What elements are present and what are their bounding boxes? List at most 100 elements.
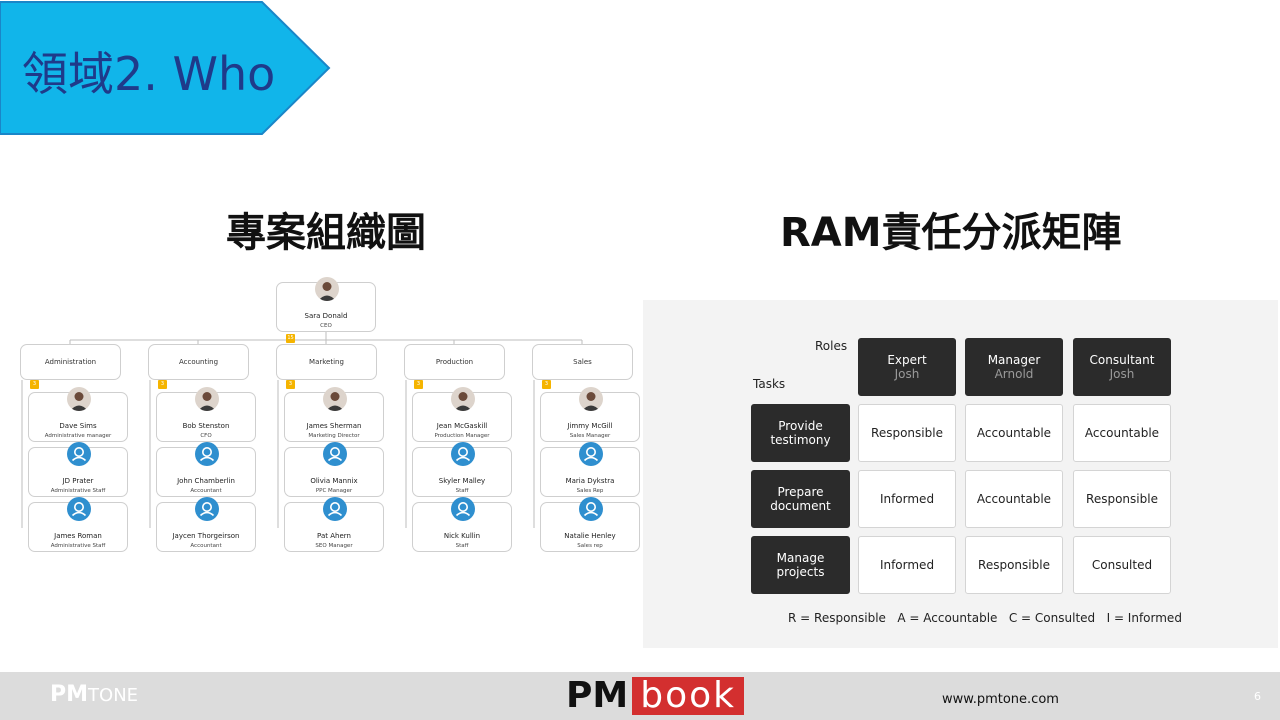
slide-title: 領域2. Who xyxy=(22,47,276,101)
role-name: Expert xyxy=(887,353,927,367)
assignment-cell: Accountable xyxy=(965,404,1063,462)
person-name: Jimmy McGill xyxy=(567,422,613,430)
person-title: Production Manager xyxy=(434,433,490,439)
ram-title: RAM責任分派矩陣 xyxy=(780,210,1122,256)
person-title: CEO xyxy=(320,323,332,329)
person-title: Marketing Director xyxy=(308,433,360,439)
ram-matrix-panel xyxy=(643,300,1278,648)
role-person: Josh xyxy=(1109,367,1135,381)
assignment-cell: Informed xyxy=(858,536,956,594)
role-name: Manager xyxy=(987,353,1041,367)
count-badge: 3 xyxy=(158,380,167,389)
person-title: Sales Manager xyxy=(569,433,611,439)
user-icon xyxy=(579,442,603,466)
count-badge: 3 xyxy=(30,380,39,389)
role-name: Consultant xyxy=(1089,353,1155,367)
person-photo xyxy=(315,277,339,301)
user-icon xyxy=(67,442,91,466)
person-name: Skyler Malley xyxy=(438,477,486,485)
person-name: James Roman xyxy=(54,532,102,540)
org-connector-lines xyxy=(21,332,583,528)
person-photo xyxy=(451,387,475,411)
count-badge: 3 xyxy=(414,380,423,389)
person-name: Pat Ahern xyxy=(317,532,351,540)
user-icon xyxy=(579,497,603,521)
count-badge: 15 xyxy=(286,334,295,343)
org-department-card[interactable]: Administration xyxy=(20,344,121,380)
person-title: Administrative Staff xyxy=(50,543,106,549)
pmtone-logo: PMTONE xyxy=(50,682,138,707)
banner-arrow-shape xyxy=(0,1,331,135)
person-photo xyxy=(67,387,91,411)
assignment-cell: Accountable xyxy=(1073,404,1171,462)
person-photo xyxy=(195,387,219,411)
title-banner: 領域2. Who xyxy=(0,0,332,136)
org-department-card[interactable]: Production xyxy=(404,344,505,380)
task-header: Provide testimony xyxy=(751,404,850,462)
pmbook-logo-pm: PM xyxy=(566,675,629,716)
person-name: James Sherman xyxy=(306,422,362,430)
person-name: Olivia Mannix xyxy=(310,477,358,485)
org-department-card[interactable]: Accounting xyxy=(148,344,249,380)
user-icon xyxy=(323,442,347,466)
person-name: Jean McGaskill xyxy=(436,422,488,430)
task-header: Manage projects xyxy=(751,536,850,594)
person-title: Accountant xyxy=(190,488,222,494)
count-badge: 3 xyxy=(542,380,551,389)
person-name: Jaycen Thorgeirson xyxy=(172,532,240,540)
ram-legend: R = Responsible A = Accountable C = Cons… xyxy=(788,611,1182,625)
person-name: Maria Dykstra xyxy=(565,477,615,485)
assignment-cell: Responsible xyxy=(965,536,1063,594)
website-url: www.pmtone.com xyxy=(942,692,1059,707)
org-department-card[interactable]: Marketing xyxy=(276,344,377,380)
footer-bar: PMTONE PM book www.pmtone.com 6 xyxy=(0,672,1280,720)
person-name: Sara Donald xyxy=(304,312,348,320)
user-icon xyxy=(451,497,475,521)
org-department-card[interactable]: Sales xyxy=(532,344,633,380)
person-title: Staff xyxy=(455,488,469,494)
org-chart-title: 專案組織圖 xyxy=(226,210,426,256)
person-title: Sales rep xyxy=(577,543,603,549)
person-title: Administrative manager xyxy=(44,433,112,439)
task-header: Prepare document xyxy=(751,470,850,528)
role-person: Josh xyxy=(894,367,920,381)
assignment-cell: Accountable xyxy=(965,470,1063,528)
user-icon xyxy=(195,497,219,521)
user-icon xyxy=(67,497,91,521)
assignment-cell: Informed xyxy=(858,470,956,528)
user-icon xyxy=(451,442,475,466)
person-name: JD Prater xyxy=(62,477,94,485)
person-name: Natalie Henley xyxy=(564,532,616,540)
person-title: CFO xyxy=(200,433,212,439)
user-icon xyxy=(323,497,347,521)
person-name: Dave Sims xyxy=(59,422,97,430)
pmbook-logo: PM book xyxy=(566,677,744,715)
tasks-label: Tasks xyxy=(753,377,786,391)
roles-label: Roles xyxy=(815,339,848,353)
person-title: PPC Manager xyxy=(315,488,353,494)
pmbook-logo-book: book xyxy=(632,677,744,715)
person-name: Bob Stenston xyxy=(182,422,230,430)
person-title: Administrative Staff xyxy=(50,488,106,494)
person-title: SEO Manager xyxy=(315,543,353,549)
